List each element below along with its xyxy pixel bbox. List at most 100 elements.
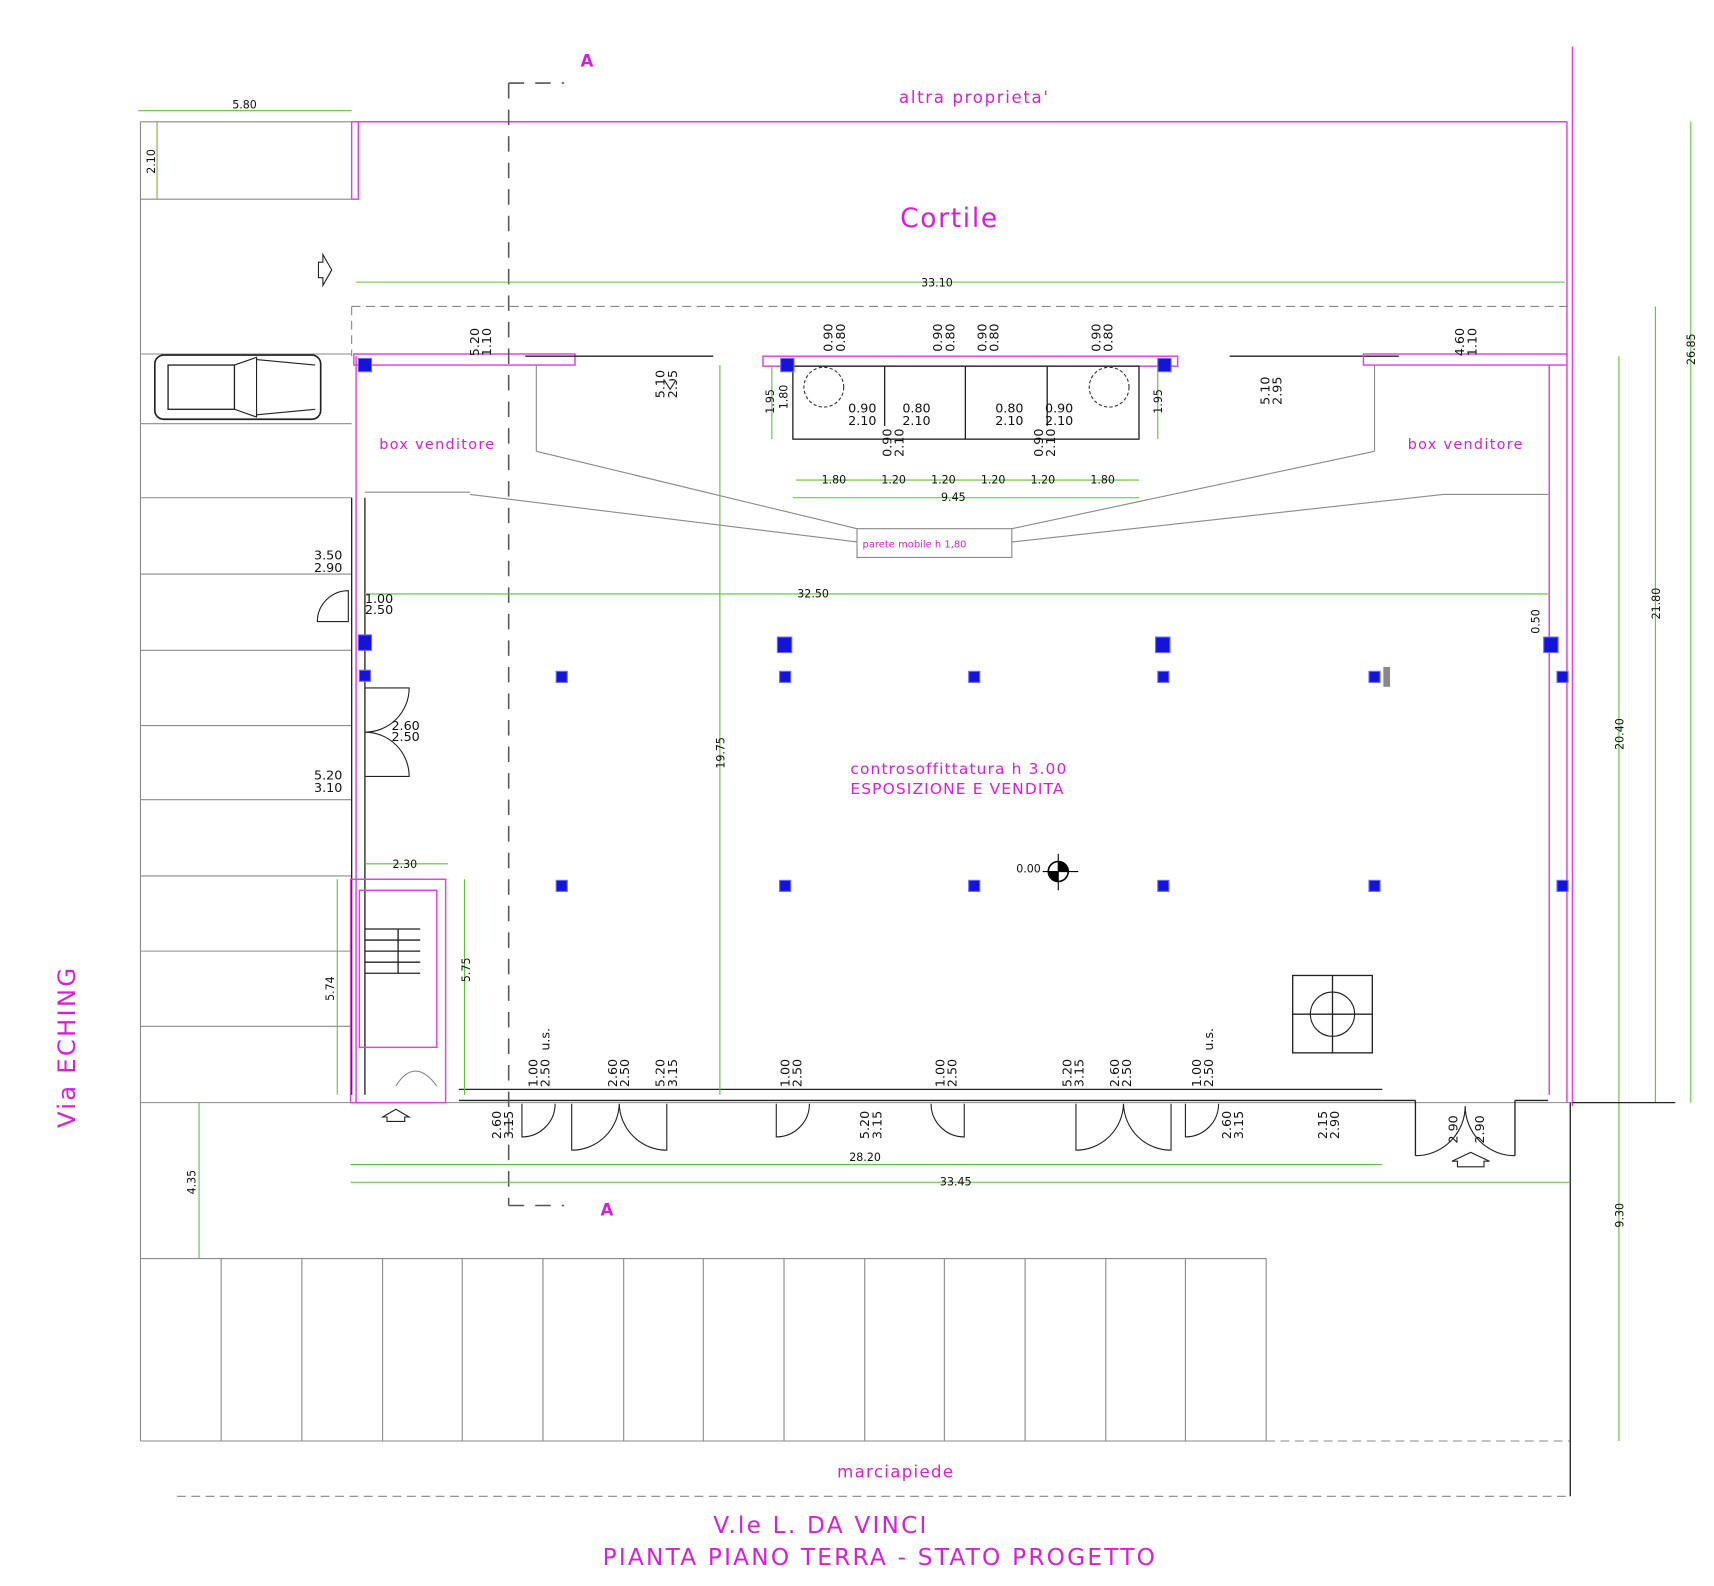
door-back-left-w: 5.10 bbox=[653, 370, 668, 398]
dim-inner-width: 32.50 bbox=[797, 587, 829, 600]
dim-wc-seg-2: 1.20 bbox=[881, 473, 906, 486]
door-back-right-w: 5.10 bbox=[1257, 377, 1272, 405]
front-10-note: u.s. bbox=[1201, 1028, 1216, 1051]
label-courtyard: Cortile bbox=[900, 203, 999, 234]
label-elevation: 0.00 bbox=[1016, 863, 1041, 876]
restrooms-block bbox=[792, 365, 1140, 440]
front-4-h: 3.15 bbox=[665, 1059, 680, 1087]
wc-win-1-h: 0.80 bbox=[833, 323, 848, 351]
section-line-a bbox=[507, 82, 564, 1207]
front-parking bbox=[220, 1258, 1267, 1442]
front-6-w: 5.20 bbox=[857, 1111, 872, 1139]
label-box-right: box venditore bbox=[1408, 437, 1524, 453]
front-1-w: 2.60 bbox=[489, 1111, 504, 1139]
wc-win-2-w: 0.90 bbox=[930, 323, 945, 351]
dim-wc-seg-1: 1.80 bbox=[822, 473, 847, 486]
front-7-w: 1.00 bbox=[932, 1059, 947, 1087]
dim-wc-left-b: 1.80 bbox=[777, 385, 790, 410]
dim-right-9-30: 9.30 bbox=[1613, 1203, 1626, 1228]
dim-stair-right: 5.75 bbox=[460, 957, 473, 982]
wc-door-4-w: 0.90 bbox=[1045, 401, 1073, 416]
elevation-marker-icon bbox=[1042, 853, 1079, 891]
front-2-w: 1.00 bbox=[525, 1059, 540, 1087]
stairwell bbox=[349, 878, 447, 1104]
win-back-right-w: 4.60 bbox=[1452, 328, 1467, 356]
front-6-h: 3.15 bbox=[869, 1111, 884, 1139]
wc-door-3-w: 0.80 bbox=[995, 401, 1023, 416]
dim-front-width-1: 28.20 bbox=[849, 1151, 881, 1164]
entrance-arrow-icons bbox=[317, 252, 1490, 1168]
side-win-2-h: 3.10 bbox=[314, 780, 342, 795]
dim-front-width-2: 33.45 bbox=[940, 1176, 972, 1189]
dim-wc-left-a: 1.95 bbox=[764, 389, 777, 414]
front-1-h: 3.15 bbox=[501, 1111, 516, 1139]
label-street-bottom: V.le L. DA VINCI bbox=[713, 1512, 928, 1539]
label-street-left: Via ECHING bbox=[52, 966, 81, 1128]
dim-top-box-width: 5.80 bbox=[232, 99, 257, 112]
spiral-stair bbox=[1292, 974, 1373, 1054]
front-12-w: 2.15 bbox=[1315, 1111, 1330, 1139]
label-hall-use: ESPOSIZIONE E VENDITA bbox=[850, 780, 1064, 798]
front-4-w: 5.20 bbox=[653, 1059, 668, 1087]
front-11-w: 2.60 bbox=[1219, 1111, 1234, 1139]
wc-door-1-h: 2.10 bbox=[848, 413, 876, 428]
columns bbox=[357, 357, 1569, 892]
wc-entry-left-h: 2.10 bbox=[891, 429, 906, 457]
section-label-top: A bbox=[581, 51, 594, 70]
front-8-w: 5.20 bbox=[1060, 1059, 1075, 1087]
side-door-2-w: 2.60 bbox=[391, 718, 419, 733]
front-14-w: 2.90 bbox=[1472, 1115, 1487, 1143]
wc-win-2-h: 0.80 bbox=[942, 323, 957, 351]
side-win-2-w: 5.20 bbox=[314, 768, 342, 783]
front-2-note: u.s. bbox=[538, 1028, 553, 1051]
door-back-right-h: 2.95 bbox=[1270, 377, 1285, 405]
dim-top-box-height: 2.10 bbox=[145, 149, 158, 174]
side-parking bbox=[140, 353, 352, 1027]
section-label-bottom: A bbox=[600, 1200, 613, 1219]
dim-right-20-40: 20.40 bbox=[1613, 718, 1626, 750]
front-13-w: 2.90 bbox=[1445, 1115, 1460, 1143]
front-7-h: 2.50 bbox=[945, 1059, 960, 1087]
side-door-1-w: 1.00 bbox=[365, 591, 393, 606]
win-back-left-h: 1.10 bbox=[479, 328, 494, 356]
wc-entry-left-w: 0.90 bbox=[879, 429, 894, 457]
front-8-h: 3.15 bbox=[1072, 1059, 1087, 1087]
wc-door-4-h: 2.10 bbox=[1045, 413, 1073, 428]
dim-courtyard-width: 33.10 bbox=[921, 277, 953, 290]
win-back-right-h: 1.10 bbox=[1464, 328, 1479, 356]
front-10-h: 2.50 bbox=[1201, 1059, 1216, 1087]
front-11-h: 3.15 bbox=[1231, 1111, 1246, 1139]
wc-win-4-w: 0.90 bbox=[1088, 323, 1103, 351]
dimension-lines bbox=[138, 110, 1692, 1442]
front-5-w: 1.00 bbox=[778, 1059, 793, 1087]
front-3-w: 2.60 bbox=[605, 1059, 620, 1087]
side-door-1-h: 2.50 bbox=[365, 602, 393, 617]
front-10-w: 1.00 bbox=[1189, 1059, 1204, 1087]
side-win-1-w: 3.50 bbox=[314, 548, 342, 563]
wc-door-2-w: 0.80 bbox=[902, 401, 930, 416]
dim-wc-right: 1.95 bbox=[1152, 389, 1165, 414]
dim-right-21-80: 21.80 bbox=[1650, 588, 1663, 620]
wc-win-3-w: 0.90 bbox=[974, 323, 989, 351]
label-sidewalk: marciapiede bbox=[837, 1462, 954, 1481]
wc-entry-right-w: 0.90 bbox=[1031, 429, 1046, 457]
front-12-h: 2.90 bbox=[1327, 1111, 1342, 1139]
win-back-left-w: 5.20 bbox=[467, 328, 482, 356]
label-hall-ceiling: controsoffittatura h 3.00 bbox=[850, 760, 1067, 778]
dim-wc-seg-5: 1.20 bbox=[1031, 473, 1056, 486]
label-neighbor: altra proprieta' bbox=[899, 88, 1050, 107]
dim-front-setback: 4.35 bbox=[186, 1170, 199, 1195]
dim-stair-left: 5.74 bbox=[324, 976, 337, 1001]
building-walls bbox=[350, 353, 1568, 1156]
front-9-h: 2.50 bbox=[1119, 1059, 1134, 1087]
wc-win-1-w: 0.90 bbox=[821, 323, 836, 351]
dim-inner-depth: 19.75 bbox=[714, 737, 727, 769]
dim-column-offset: 0.50 bbox=[1529, 609, 1542, 634]
wc-win-3-h: 0.80 bbox=[987, 323, 1002, 351]
dim-right-26-85: 26.85 bbox=[1685, 333, 1698, 365]
dim-wc-total: 9.45 bbox=[941, 491, 966, 504]
drawing-title: PIANTA PIANO TERRA - STATO PROGETTO bbox=[603, 1544, 1157, 1571]
side-door-2-h: 2.50 bbox=[391, 729, 419, 744]
front-2-h: 2.50 bbox=[538, 1059, 553, 1087]
